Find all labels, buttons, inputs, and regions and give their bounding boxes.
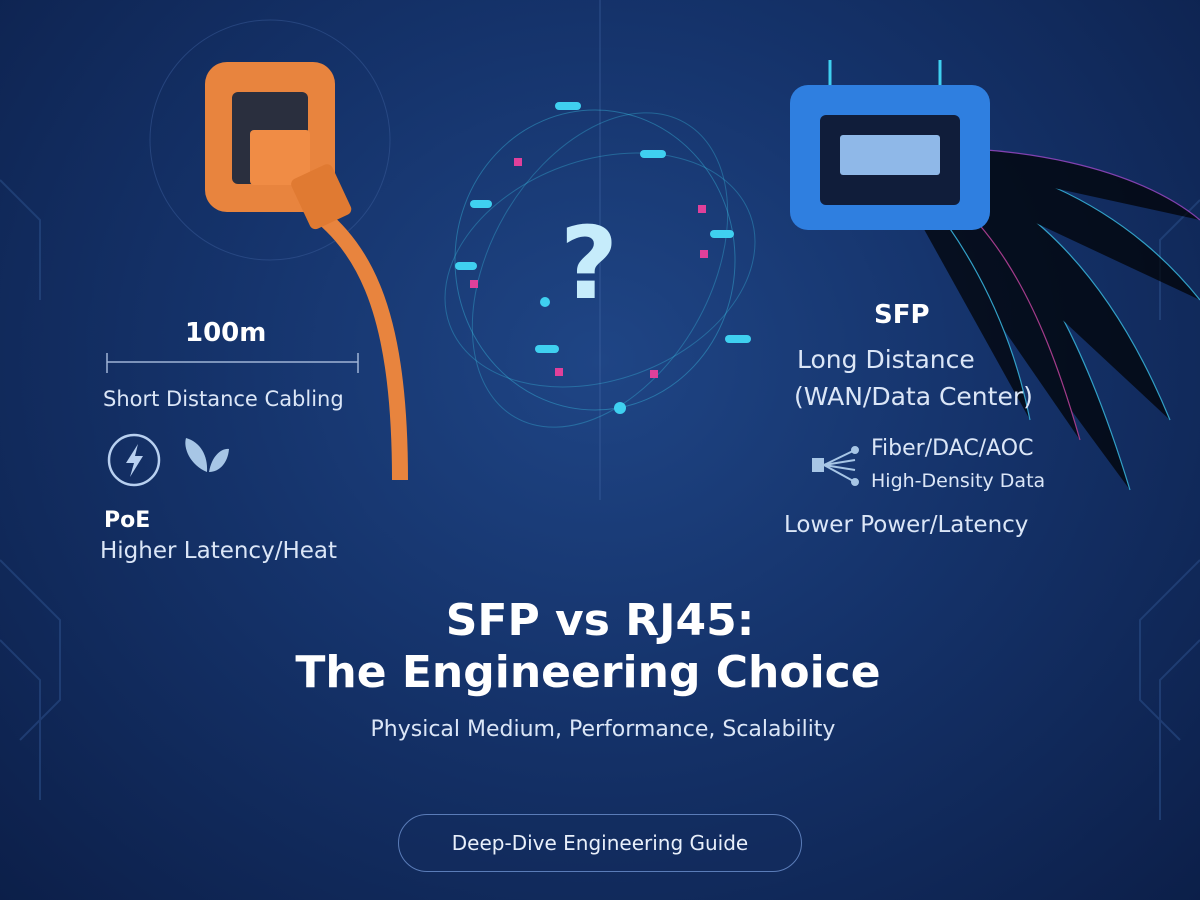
fiber-fanout-icon xyxy=(812,446,859,486)
deep-dive-guide-button[interactable]: Deep-Dive Engineering Guide xyxy=(398,814,802,872)
distance-label: 100m xyxy=(185,318,267,348)
sfp-media: Fiber/DAC/AOC xyxy=(871,436,1034,461)
sfp-title: SFP xyxy=(874,300,930,330)
sfp-density: High-Density Data xyxy=(871,470,1046,492)
rj45-port-illustration xyxy=(149,19,408,481)
distance-caption: Short Distance Cabling xyxy=(103,387,344,411)
headline-line1: SFP vs RJ45: xyxy=(445,595,755,646)
subtitle: Physical Medium, Performance, Scalabilit… xyxy=(370,717,836,742)
latency-label: Higher Latency/Heat xyxy=(100,538,337,564)
sfp-power: Lower Power/Latency xyxy=(784,512,1029,538)
poe-label: PoE xyxy=(104,508,151,533)
network-cloud xyxy=(444,102,756,428)
sfp-distance-2: (WAN/Data Center) xyxy=(794,382,1033,411)
sfp-port-illustration xyxy=(790,60,1200,491)
headline-line2: The Engineering Choice xyxy=(295,647,881,698)
distance-ruler xyxy=(106,353,359,373)
leaf-icon xyxy=(185,438,229,472)
sfp-distance-1: Long Distance xyxy=(797,345,975,374)
lightning-icon xyxy=(107,433,161,487)
question-mark: ? xyxy=(560,205,619,322)
